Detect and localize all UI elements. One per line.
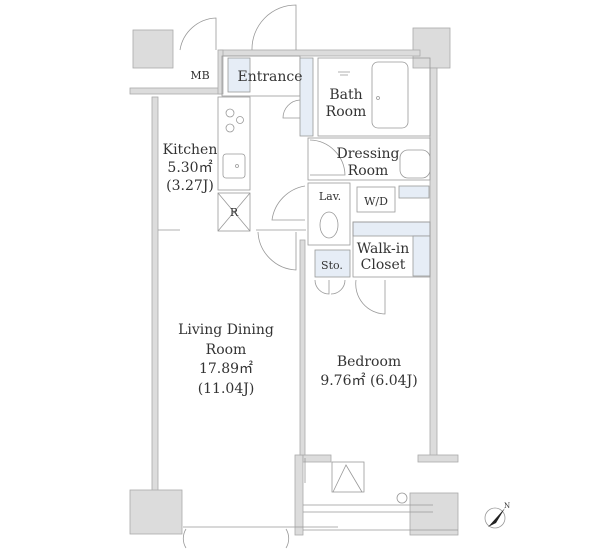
dressing-label-1: Dressing <box>336 146 399 162</box>
toilet-icon <box>319 211 339 239</box>
bedroom-label: Bedroom <box>337 354 401 370</box>
wall-top <box>219 49 421 57</box>
walkin-label-2: Closet <box>361 257 406 273</box>
balcony-lines <box>303 458 458 531</box>
wall-mb-bottom <box>129 87 223 95</box>
dressing-label-2: Room <box>348 163 389 179</box>
bathtub-icon <box>371 61 409 129</box>
entrance-floor <box>227 57 251 93</box>
lavatory-door[interactable] <box>271 185 306 221</box>
wall-right <box>429 67 438 457</box>
balcony-drain-icon <box>396 492 408 504</box>
wall-balcony-left <box>294 454 304 536</box>
kitchen-counter <box>217 96 251 191</box>
entrance-label: Entrance <box>237 69 302 85</box>
entrance-door[interactable] <box>251 4 297 51</box>
wall-partition <box>299 239 306 456</box>
storage-label: Sto. <box>321 259 343 272</box>
compass <box>484 507 506 529</box>
living-area: 17.89㎡ <box>199 361 253 377</box>
stove-burner-icon <box>236 116 244 124</box>
lav-label: Lav. <box>319 190 341 203</box>
column-bottom-right <box>409 492 459 536</box>
walkin-shelf <box>352 221 431 237</box>
wall-mb-right <box>217 49 224 95</box>
living-door[interactable] <box>257 231 297 271</box>
living-jo: (11.04J) <box>198 381 255 397</box>
living-label-1: Living Dining <box>178 322 274 338</box>
stove-burner-icon <box>225 123 235 133</box>
shower-icon <box>338 71 350 76</box>
refrigerator-space <box>217 192 251 232</box>
wd-label: W/D <box>364 195 388 208</box>
washbasin-counter <box>398 185 430 199</box>
refrigerator-label: R <box>230 206 239 219</box>
dressing-door[interactable] <box>309 139 346 176</box>
mb-label: MB <box>190 69 209 82</box>
shoe-closet-door[interactable] <box>282 99 301 119</box>
mb-door[interactable] <box>179 17 217 51</box>
compass-label: N <box>504 502 510 510</box>
walk-in-closet-area <box>352 221 431 278</box>
bath-label-2: Room <box>326 104 367 120</box>
kitchen-area: 5.30㎡ <box>167 160 212 176</box>
stove-burner-icon <box>225 108 235 118</box>
sink-drain-icon <box>235 164 239 168</box>
refrigerator-cross-icon <box>217 192 251 232</box>
storage-door[interactable] <box>314 279 346 295</box>
balcony-hatch <box>331 461 365 493</box>
column-bottom-left <box>129 489 183 535</box>
storage-area <box>314 249 351 278</box>
kitchen-label: Kitchen <box>163 142 218 158</box>
bath-room-area <box>317 57 431 137</box>
washer-dryer-space <box>356 186 396 213</box>
shoe-closet <box>299 57 314 137</box>
wall-left <box>151 96 159 493</box>
lavatory-area <box>307 182 351 246</box>
north-arrow-icon <box>488 508 505 527</box>
kitchen-jo: (3.27J) <box>166 178 214 194</box>
walkin-label-1: Walk-in <box>357 241 409 257</box>
drain-icon <box>376 96 380 100</box>
column-top-right <box>412 27 451 69</box>
bedroom-closet-door[interactable] <box>355 279 386 315</box>
column-top-left <box>132 29 174 69</box>
balcony-window-doors[interactable] <box>182 528 290 549</box>
bath-label-1: Bath <box>329 87 362 103</box>
wall-bedroom-bottom-b <box>417 454 459 463</box>
ladder-icon <box>332 464 363 493</box>
bedroom-area: 9.76㎡ (6.04J) <box>320 373 417 389</box>
washbasin-icon <box>399 149 431 179</box>
walkin-shelf-side <box>412 235 431 277</box>
sink-icon <box>222 153 246 179</box>
living-label-2: Room <box>206 342 247 358</box>
wall-bedroom-bottom-a <box>302 454 332 463</box>
